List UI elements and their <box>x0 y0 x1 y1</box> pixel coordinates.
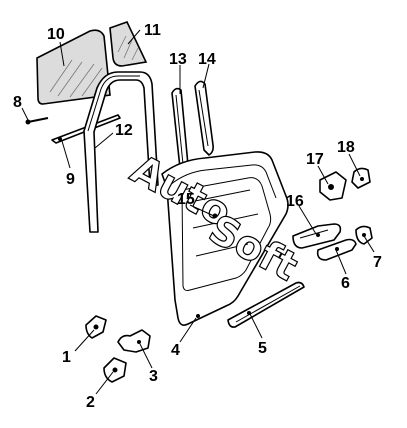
part-side-moulding <box>227 281 305 328</box>
part-hinge-lower <box>103 357 127 383</box>
callout-4: 4 <box>171 342 180 359</box>
callout-3: 3 <box>149 368 158 385</box>
part-regulator-point <box>212 213 218 219</box>
callout-18: 18 <box>337 139 355 156</box>
callout-8: 8 <box>13 94 22 111</box>
callout-labels: 10 11 8 9 12 13 14 15 16 17 18 7 6 5 4 1… <box>13 22 382 411</box>
part-door-shell <box>161 151 289 326</box>
part-rear-channel <box>194 80 214 156</box>
part-lock-cylinder <box>355 225 373 245</box>
leader-lines <box>21 29 375 395</box>
part-screw <box>25 117 49 125</box>
callout-15: 15 <box>177 191 195 208</box>
part-window-run-frame <box>83 71 159 233</box>
part-door-lock <box>319 171 347 201</box>
part-window-glass <box>36 29 111 105</box>
callout-5: 5 <box>258 340 267 357</box>
callout-12: 12 <box>115 122 133 139</box>
part-latch <box>351 167 371 189</box>
part-door-check <box>117 329 151 353</box>
callout-10: 10 <box>47 26 65 43</box>
callout-17: 17 <box>306 151 324 168</box>
callout-13: 13 <box>169 51 187 68</box>
part-inside-handle <box>292 223 342 249</box>
callout-2: 2 <box>86 394 95 411</box>
callout-1: 1 <box>62 349 71 366</box>
callout-11: 11 <box>144 22 161 39</box>
callout-14: 14 <box>198 51 216 68</box>
part-division-channel <box>171 87 189 169</box>
callout-7: 7 <box>373 254 382 271</box>
callout-16: 16 <box>286 193 304 210</box>
part-hinge-upper <box>85 315 107 339</box>
callout-6: 6 <box>341 275 350 292</box>
callout-9: 9 <box>66 171 75 188</box>
